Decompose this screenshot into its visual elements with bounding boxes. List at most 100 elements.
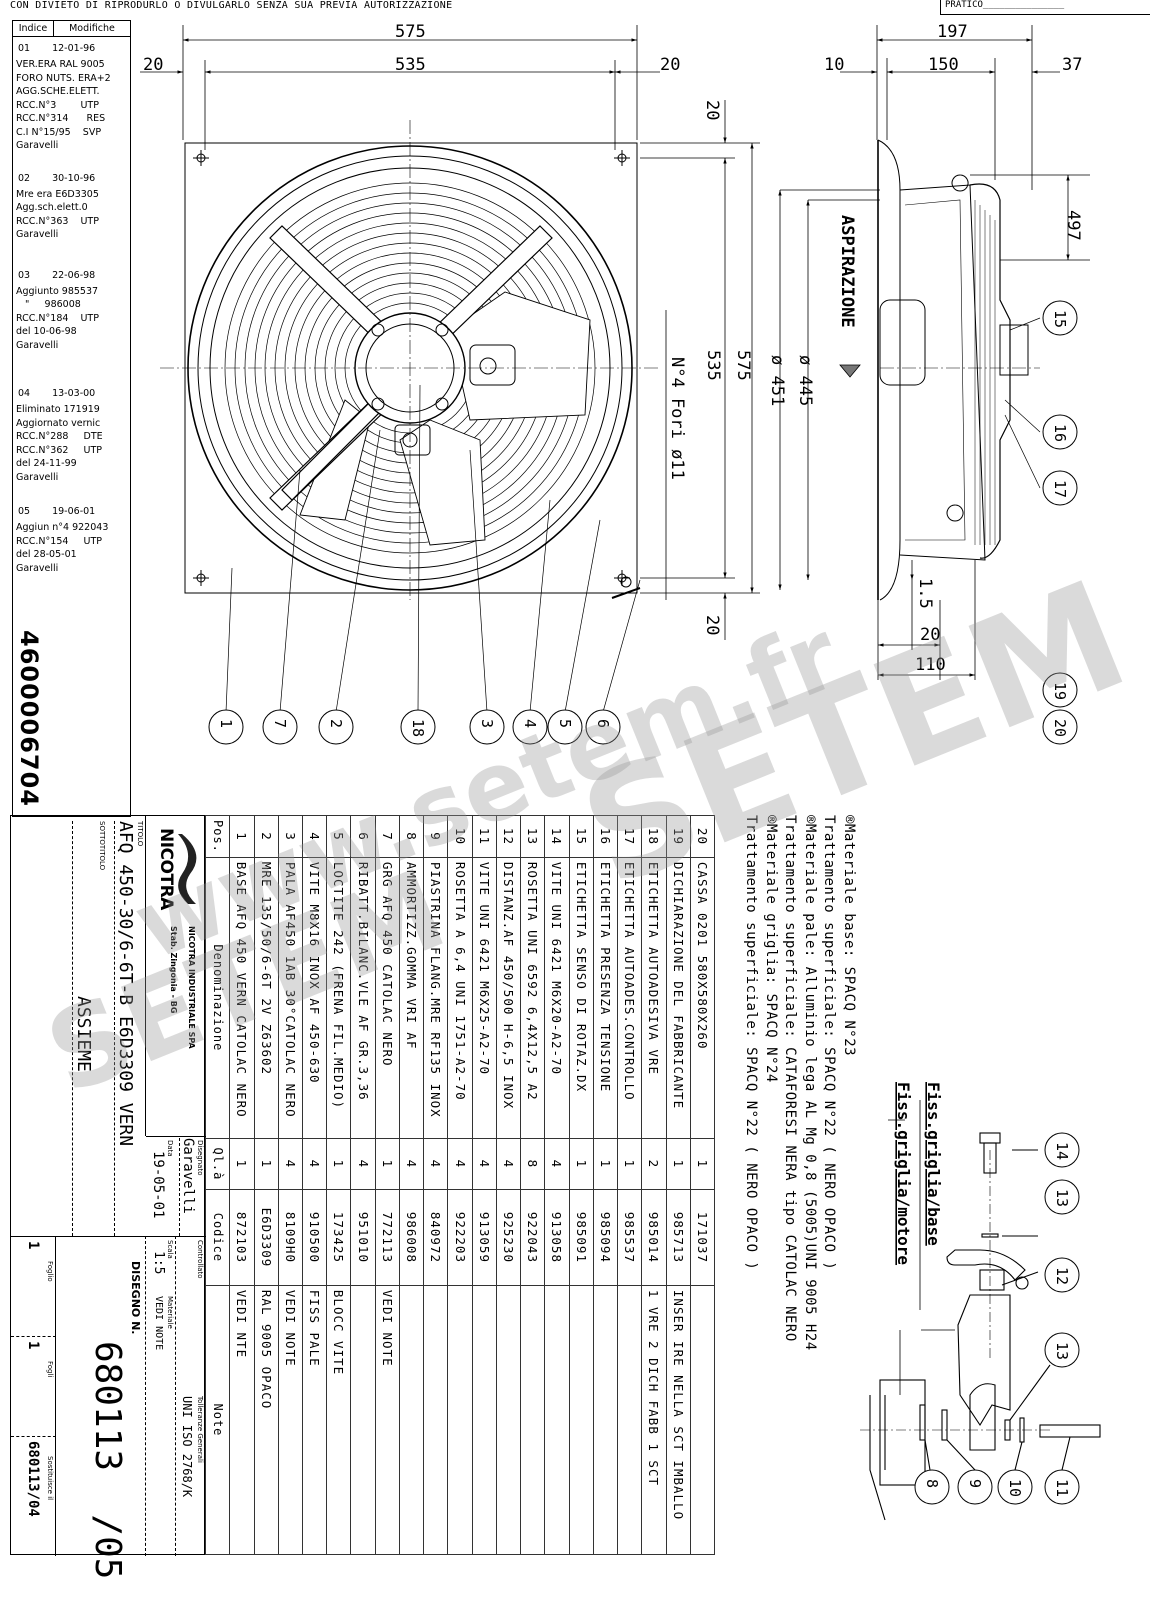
drawn-label: Disegnato bbox=[196, 1140, 204, 1176]
dim-110: 110 bbox=[915, 655, 946, 675]
bom-cell-qty: 1 bbox=[375, 1138, 400, 1190]
note-line: ®Materiale griglia: SPACQ N°24 bbox=[763, 815, 779, 1083]
bom-cell-note: INSER IRE NELLA SCT IMBALLO bbox=[666, 1285, 691, 1555]
revision-line: RCC.N°288 DTE bbox=[16, 431, 103, 442]
copyright-notice: CON DIVIETO DI RIPRODURLO O DIVULGARLO S… bbox=[10, 0, 453, 11]
bom-cell-pos: 8 bbox=[399, 815, 424, 858]
revision-line: RCC.N°363 UTP bbox=[16, 215, 99, 227]
revision-line: RCC.N°154 UTP bbox=[16, 535, 102, 547]
sheet-label: Foglio bbox=[46, 1261, 54, 1282]
revision-index: 01 bbox=[18, 43, 31, 54]
bom-cell-qty: 1 bbox=[690, 1138, 715, 1190]
revision-line: C.I N°15/95 SVP bbox=[16, 126, 102, 138]
dim-575-vertical: 575 bbox=[733, 350, 753, 381]
bom-cell-name: MRE 135/50/6-6T 2V Z63602 bbox=[254, 857, 279, 1139]
bom-cell-pos: 12 bbox=[496, 815, 521, 858]
supersedes-value: 680113/04 bbox=[25, 1441, 41, 1517]
bom-cell-name: PALA AF450 1AB 30°CATOLAC NERO bbox=[278, 857, 303, 1139]
dim-20-bottom: 20 bbox=[702, 615, 722, 635]
bom-cell-pos: 20 bbox=[690, 815, 715, 858]
bom-cell-name: VITE M8X16 INOX AF 450-630 bbox=[302, 857, 327, 1139]
revision-date: 13-03-00 bbox=[52, 388, 96, 399]
balloon bbox=[1044, 1132, 1080, 1168]
bom-cell-code: 985537 bbox=[617, 1189, 642, 1286]
revision-line: Garavelli bbox=[16, 562, 59, 574]
bom-cell-qty: 4 bbox=[423, 1138, 448, 1190]
revision-date: 30-10-96 bbox=[52, 172, 96, 184]
balloon bbox=[585, 709, 621, 745]
drawing-date: 19-05-01 bbox=[150, 1151, 166, 1219]
bom-cell-note bbox=[423, 1285, 448, 1555]
screw-11 bbox=[1039, 1424, 1101, 1438]
subtitle-label: SOTTOTITOLO bbox=[98, 821, 106, 871]
dim-37: 37 bbox=[1062, 55, 1082, 75]
balloon-label: 12 bbox=[1053, 1267, 1071, 1285]
bom-cell-code: 772113 bbox=[375, 1189, 400, 1286]
bom-cell-code: 986008 bbox=[399, 1189, 424, 1286]
bom-cell-pos: 4 bbox=[302, 815, 327, 858]
revision-line: RCC.N°184 UTP bbox=[16, 312, 99, 324]
bom-cell-name: ETICHETTA AUTOADES.CONTROLLO bbox=[617, 857, 642, 1139]
bom-cell-name: RIBATT.BILANC.VLE AF GR.3,36 bbox=[350, 857, 376, 1139]
balloon bbox=[914, 1469, 950, 1505]
bom-header-pos: Pos. bbox=[205, 815, 230, 858]
dim-150: 150 bbox=[928, 55, 959, 75]
bom-cell-code: 951010 bbox=[350, 1189, 376, 1286]
bom-cell-note: RAL 9005 OPACO bbox=[254, 1285, 279, 1555]
dim-10: 10 bbox=[824, 55, 844, 75]
bom-cell-code: 985094 bbox=[593, 1189, 618, 1286]
supersedes-label: Sostituisce il bbox=[46, 1456, 54, 1501]
bom-cell-pos: 2 bbox=[254, 815, 279, 858]
sheet-number: 1 bbox=[25, 1241, 41, 1250]
leader-lines bbox=[225, 317, 1041, 713]
revision-line: Garavelli bbox=[16, 339, 59, 351]
balloon bbox=[1042, 414, 1078, 450]
indice-header: Indice bbox=[13, 21, 54, 36]
company-logo-text: NICOTRA bbox=[156, 828, 176, 910]
scale-value: 1:5 bbox=[151, 1251, 166, 1275]
title-label: TITOLO bbox=[136, 821, 144, 847]
bom-cell-qty: 4 bbox=[278, 1138, 303, 1190]
bom-cell-note bbox=[690, 1285, 715, 1555]
bom-cell-code: 171037 bbox=[690, 1189, 715, 1286]
revision-index: 02 bbox=[18, 172, 31, 184]
balloon bbox=[957, 1469, 993, 1505]
nicotra-logo-icon bbox=[178, 834, 197, 904]
balloon bbox=[1042, 672, 1078, 708]
balloon-label: 2 bbox=[327, 719, 345, 728]
balloon bbox=[512, 709, 548, 745]
revision-line: Garavelli bbox=[16, 471, 59, 483]
title-block: NICOTRA NICOTRA INDUSTRIALE SPA Stab. Zi… bbox=[10, 815, 206, 1579]
balloon bbox=[1042, 470, 1078, 506]
revision-line: del 10-06-98 bbox=[16, 326, 77, 337]
bom-cell-note: VEDI NOTE bbox=[278, 1285, 303, 1555]
dim-20-flange: 20 bbox=[920, 625, 940, 645]
spacer-12 bbox=[979, 1269, 1005, 1291]
dim-197: 197 bbox=[937, 22, 968, 42]
bom-cell-note bbox=[617, 1285, 642, 1555]
bom-cell-name: ROSETTA A 6,4 UNI 1751-A2-70 bbox=[447, 857, 473, 1139]
bom-cell-name: DISTANZ.AF 450/500 H-6,5 INOX bbox=[496, 857, 521, 1139]
bom-cell-note bbox=[447, 1285, 473, 1555]
bom-cell-code: 985014 bbox=[641, 1189, 667, 1286]
screw-14-head bbox=[979, 1132, 1001, 1144]
revision-line: RCC.N°3 UTP bbox=[16, 99, 99, 111]
bom-cell-name: BASE AFQ 450 VERN CATOLAC NERO bbox=[229, 857, 255, 1139]
balloon bbox=[1044, 1179, 1080, 1215]
bom-cell-pos: 13 bbox=[520, 815, 545, 858]
side-dimensions bbox=[840, 25, 1090, 680]
bom-cell-code: 8109H0 bbox=[278, 1189, 303, 1286]
revision-line: AGG.SCHE.ELETT. bbox=[16, 86, 100, 97]
material-notes: ®Materiale base: SPACQ N°23 Trattamento … bbox=[735, 815, 860, 1515]
